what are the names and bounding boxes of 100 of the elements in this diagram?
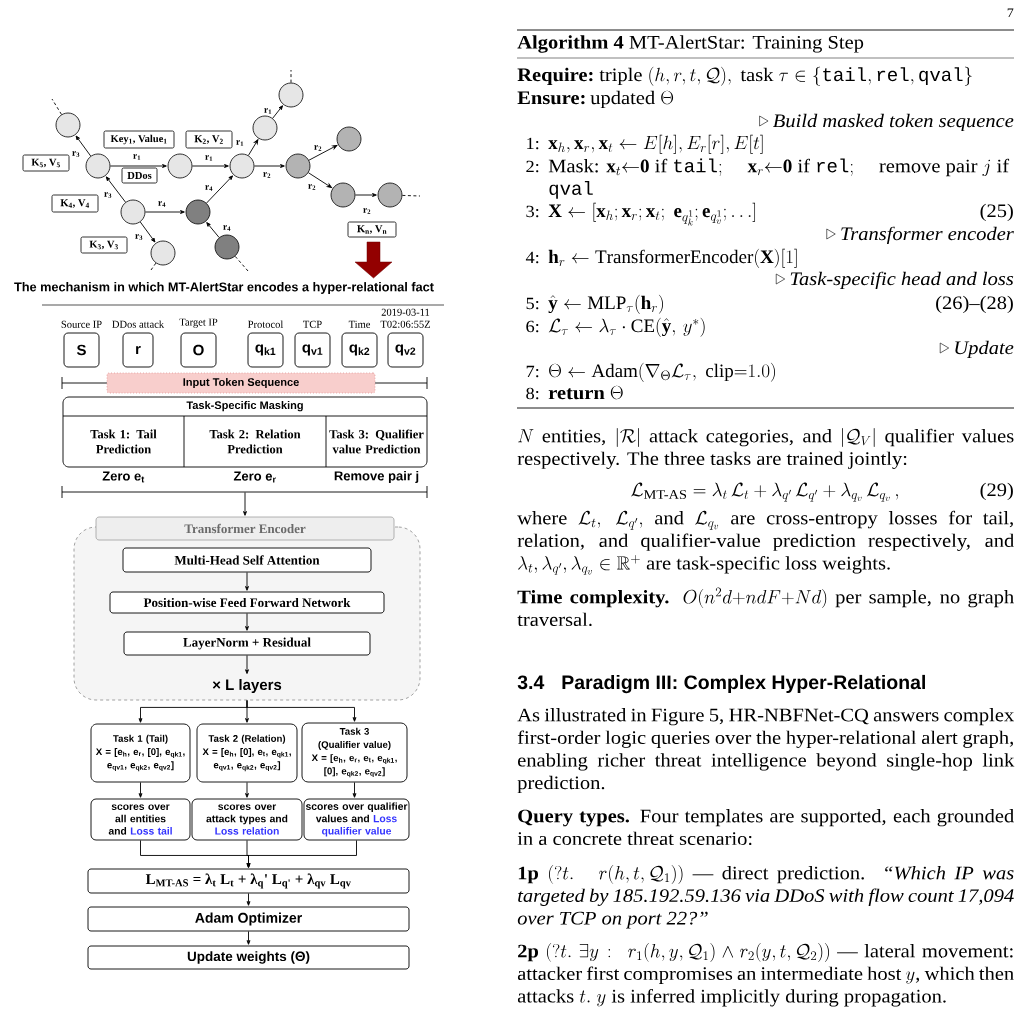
table-cell: Task 1: Tail Prediction <box>90 429 157 454</box>
line-number: 1: <box>527 137 539 150</box>
paragraph: As illustrated in Figure 5, HR-NBFNet-CQ answers complex first-order logic queries over the hyper-relational alert graph, enabling richer threat intelligence beyond single-hop link prediction. <box>517 708 1015 794</box>
keyword-label: Ensure: <box>517 91 585 105</box>
node-circle <box>167 153 193 179</box>
algorithm-comment: Task-specific head and loss <box>790 271 1014 290</box>
token-label: 2019-03-11 T02:06:55Z <box>380 308 430 328</box>
edge-label: r$_{2}$ <box>363 208 371 214</box>
label: is inferred implicitly during propagation. <box>611 989 946 1007</box>
arrow <box>245 613 249 631</box>
line-number: 5: <box>526 297 539 310</box>
label: qualifier values <box>885 428 1014 447</box>
arrow <box>245 655 249 674</box>
label: entities, <box>542 429 605 446</box>
display-equation: $\mathcal{L}_{\text{MT-AS}} = \lambda_t\, \mathcal{L}_t + \lambda_{q'}\, \mathcal{L}_{q'} + \lambda_{q_v}\, \mathcal{L}_{q_v}\,,$ <box>631 482 899 502</box>
line-number: 3: <box>526 205 539 218</box>
label: where <box>517 511 567 525</box>
token-label: TCP <box>303 320 322 328</box>
algorithm-title: Algorithm 4 MT-AlertStar: Training Step <box>517 35 864 53</box>
label: attack categories, and <box>649 429 832 447</box>
edge-label: r$_{1}$ <box>236 140 244 146</box>
line-number: 6: <box>526 320 539 333</box>
label: $t.\; y$ <box>579 990 606 1007</box>
score-box: scores over qualifier values and Loss qualifier value <box>303 798 410 841</box>
edge-label: r$_{2}$ <box>308 184 316 190</box>
token-box: r <box>122 332 154 368</box>
label: attacks <box>517 989 574 1003</box>
mask-label: Zero e$_{t}$ <box>102 471 145 483</box>
label: traversal. <box>517 612 592 627</box>
label: Time complexity. <box>517 590 669 608</box>
node-circle <box>330 182 356 208</box>
label: — lateral movement: <box>837 944 1013 958</box>
algorithm-comment: Build masked token sequence <box>773 113 1014 132</box>
key-value-box: Key$_{1}$, Value$_{1}$ <box>103 130 175 149</box>
paragraph: 1p $(?t.\;\; r(h, t, \mathcal{Q}_1))$ — direct prediction. “Which IP was targeted by 185.192.59.136 via DDoS with flow count 17,094 over TCP on port 22?” <box>517 865 1014 929</box>
label: over TCP on port 22?” <box>517 911 708 929</box>
label: are task-specific loss weights. <box>646 556 890 574</box>
line-number: 7: <box>526 365 539 378</box>
arrow <box>245 782 249 798</box>
paragraph: Time complexity. $O(n^2d{+}ndF{+}Nd)$ per sample, no graph traversal. <box>517 587 1014 627</box>
arrow <box>253 164 285 168</box>
label: $N$ <box>518 429 534 443</box>
algorithm-step: $\Theta \leftarrow \mathrm{Adam}(\nabla_\Theta \mathcal{L}_\tau,\ \mathrm{clip}{=}1.0)$ <box>549 362 775 382</box>
key-value-box: DDos <box>121 167 158 184</box>
arrow <box>272 105 283 119</box>
dashed-line <box>401 194 421 197</box>
edge-label: r$_{2}$ <box>314 145 322 151</box>
arrow <box>246 699 357 722</box>
label: $\mathcal{L}_{q_v}$ <box>695 510 719 530</box>
arrow <box>245 572 249 591</box>
arrow <box>75 135 92 157</box>
task-box: Task 2 (Relation) X = [e$_{h}$, [0], e$_{t}$, e$_{qk1}$, e$_{qv1}$, e$_{qk2}$, e$_{qv2}$] <box>196 723 298 783</box>
edge-label: r$_{4}$ <box>223 225 231 231</box>
line-number: 8: <box>526 387 539 400</box>
label: $O(n^2d{+}ndF{+}Nd)$ <box>683 587 827 608</box>
node-circle <box>252 115 278 141</box>
arrow <box>105 176 126 203</box>
label: attacker first compromises an intermediate host <box>517 966 902 984</box>
mask-label: Zero e$_{r}$ <box>233 471 276 483</box>
table-cell: Task 2: Relation Prediction <box>209 429 301 454</box>
node-circle <box>229 153 255 179</box>
label: $y$ <box>905 971 915 984</box>
token-box: q$_{v2}$ <box>387 332 424 368</box>
dashed-line <box>290 69 292 84</box>
arrow <box>191 164 229 168</box>
key-value-box: K$_{n}$, V$_{n}$ <box>347 221 397 238</box>
label: — direct prediction. <box>692 866 864 884</box>
label: are cross-entropy losses for tail, <box>731 510 1013 529</box>
label: $\lambda_t, \lambda_{q'}, \lambda_{q_v} \in \mathbb{R}^+$ <box>518 554 640 575</box>
dashed-line <box>234 255 249 272</box>
algorithm-step: return $\Theta$ <box>548 385 623 400</box>
token-label: Time <box>348 320 371 328</box>
task-box: Task 3 (Qualifier value) X = [e$_{h}$, e$_{r}$, e$_{t}$, e$_{qk1}$, [0], e$_{qk2}$, e$_{qv2}$] <box>301 722 408 783</box>
node-circle <box>377 182 403 208</box>
paragraph: where $\mathcal{L}_t,\ \mathcal{L}_{q'},$ and $\mathcal{L}_{q_v}$ are cross-entropy losses for tail, relation, and qualifier-value prediction respectively, and $\lambda_t, \lambda_{q'}, \lambda_{q_v} \in \mathbb{R}^+$ are task-specific loss weights. <box>517 510 1015 575</box>
label: $(?t.\;\; r(h, t, \mathcal{Q}_1))$ <box>549 865 683 884</box>
token-label: Protocol <box>248 320 284 328</box>
page-number: 7 <box>1007 8 1014 17</box>
encoder-header: Transformer Encoder <box>95 516 395 541</box>
section-heading: Paradigm III: Complex Hyper-Relational <box>562 674 925 694</box>
label: respectively. The three tasks are trained jointly: <box>517 451 907 469</box>
node-circle <box>85 153 111 179</box>
label: per sample, no graph <box>835 590 1014 608</box>
node-circle <box>214 234 240 260</box>
arrow <box>206 222 220 238</box>
arrow <box>352 782 357 798</box>
arrow <box>246 893 251 906</box>
edge-label: r$_{3}$ <box>104 192 112 198</box>
edge-label: r$_{4}$ <box>205 185 213 191</box>
dashed-line <box>51 98 62 115</box>
task-box: Task 1 (Tail) X = [e$_{h}$, e$_{r}$, [0], e$_{qk1}$, e$_{qv1}$, e$_{qk2}$, e$_{qv2}$] <box>90 723 191 783</box>
formula: $\text{updated } \Theta$ <box>590 90 674 109</box>
label: 1p <box>518 866 539 884</box>
token-label: Target IP <box>179 318 218 328</box>
score-box: scores over all entities and Loss tail <box>90 798 191 841</box>
layer-box: Position-wise Feed Forward Network <box>109 591 385 614</box>
arrow <box>354 193 377 197</box>
label: , which then <box>915 966 1014 983</box>
key-value-box: K$_{5}$, V$_{5}$ <box>22 154 70 172</box>
section-number: 3.4 <box>517 675 545 690</box>
